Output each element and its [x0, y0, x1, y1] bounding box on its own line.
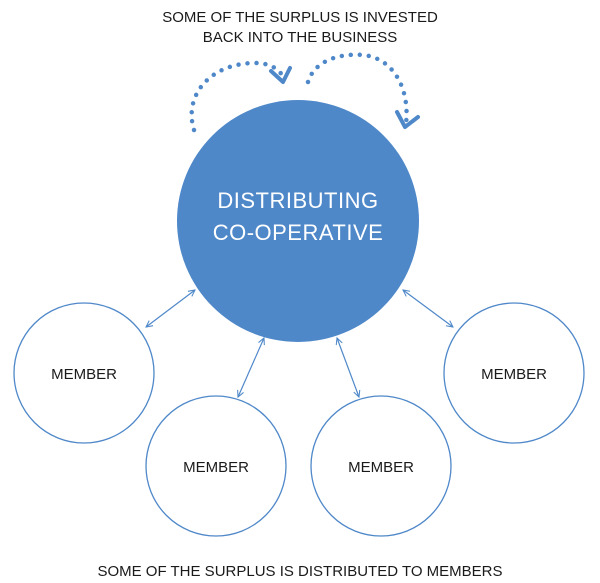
- reinvest-loop-left: [189, 60, 288, 133]
- reinvest-loop-arrows: [189, 52, 420, 133]
- co-operative-circle: [177, 100, 419, 342]
- reinvest-loop-left-arrowhead: [269, 66, 292, 84]
- connector-member-3: [337, 338, 359, 397]
- co-operative-label-line-2: CO-OPERATIVE: [213, 220, 384, 245]
- member-node-2: MEMBER: [145, 395, 287, 537]
- top-caption-line-1: SOME OF THE SURPLUS IS INVESTED: [162, 9, 438, 26]
- co-operative-label-line-1: DISTRIBUTING: [217, 188, 378, 213]
- member-node-4: MEMBER: [443, 302, 585, 444]
- member-circle: [145, 395, 287, 537]
- member-connectors: [146, 290, 453, 397]
- member-label: MEMBER: [481, 366, 547, 383]
- member-label: MEMBER: [348, 459, 414, 476]
- member-node-3: MEMBER: [310, 395, 452, 537]
- member-label: MEMBER: [183, 459, 249, 476]
- member-circle: [443, 302, 585, 444]
- connector-member-1: [146, 290, 195, 327]
- member-node-1: MEMBER: [13, 302, 155, 444]
- bottom-caption: SOME OF THE SURPLUS IS DISTRIBUTED TO ME…: [97, 563, 502, 580]
- reinvest-loop-right-arrowhead: [395, 110, 420, 129]
- member-label: MEMBER: [51, 366, 117, 383]
- connector-member-2: [238, 338, 264, 397]
- member-circle: [13, 302, 155, 444]
- top-caption-line-2: BACK INTO THE BUSINESS: [203, 29, 398, 46]
- reinvest-loop-right: [305, 52, 409, 127]
- connector-member-4: [403, 290, 453, 327]
- member-circle: [310, 395, 452, 537]
